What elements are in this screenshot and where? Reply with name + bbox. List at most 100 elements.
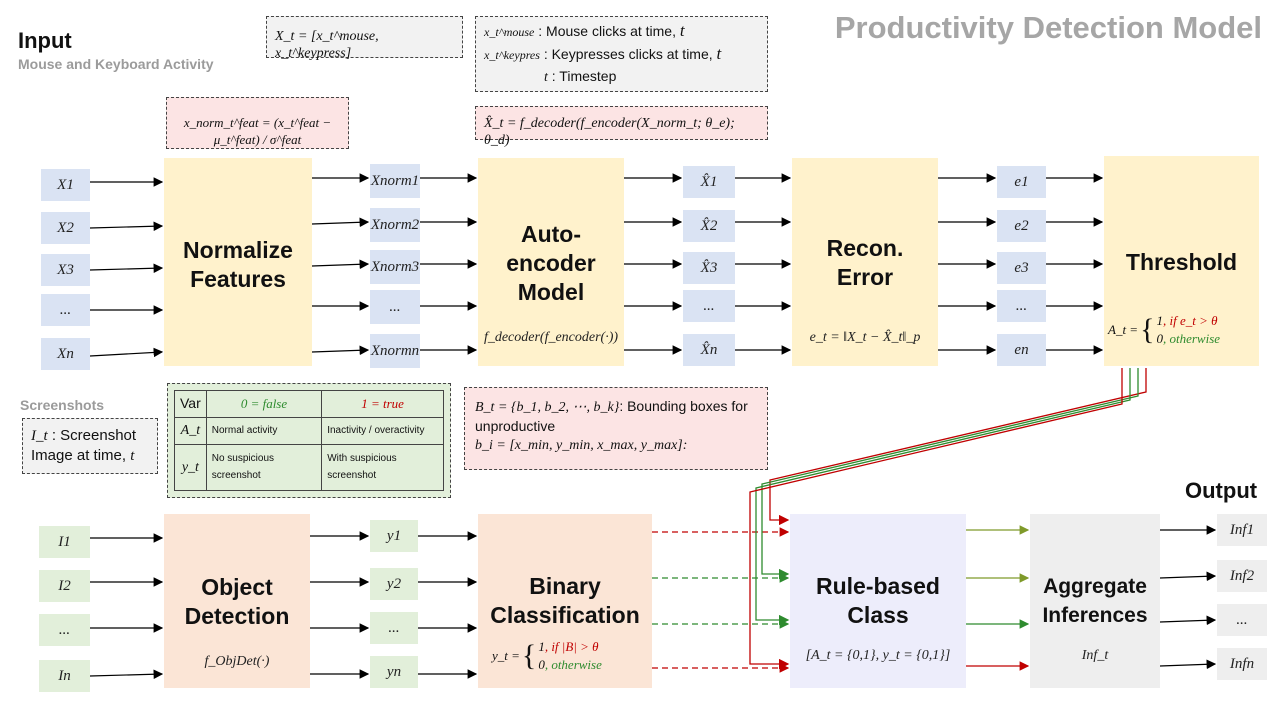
screenshot-input-2: I2 (39, 570, 90, 602)
y-output-1: y1 (370, 520, 418, 552)
screenshot-text-1: : Screenshot (51, 427, 137, 444)
autoencoder-label-1: Auto- (520, 221, 582, 247)
x-norm-1: Xnorm1 (370, 164, 420, 198)
threshold-case2-condition: , otherwise (1162, 331, 1221, 346)
error-1: e1 (997, 166, 1046, 198)
legend-mouse-t: t (679, 21, 685, 40)
object-detection-block: Object Detection f_ObjDet(·) (164, 514, 310, 688)
x-input-1: X1 (41, 169, 90, 201)
error-ellipsis: ... (997, 290, 1046, 322)
legend-t-text: : Timestep (551, 68, 617, 84)
inference-n: Infn (1217, 648, 1267, 680)
decoder-formula-note: X̂_t = f_decoder(f_encoder(X_norm_t; θ_e… (475, 106, 768, 148)
variable-table-note: Var 0 = false 1 = true A_t Normal activi… (167, 383, 451, 498)
page-title: Productivity Detection Model (834, 10, 1262, 45)
inference-ellipsis: ... (1217, 604, 1267, 636)
legend-key-symbol: x_t^keypres (484, 48, 540, 62)
autoencoder-block: Auto- encoder Model f_decoder(f_encoder(… (478, 158, 624, 366)
x-input-2: X2 (41, 212, 90, 244)
recon-label-1: Recon. (826, 235, 904, 261)
binary-case2-condition: , otherwise (544, 657, 602, 672)
input-subheading: Mouse and Keyboard Activity (18, 56, 214, 72)
y-output-n: yn (370, 656, 418, 688)
bbox-line-2: unproductive (475, 418, 556, 434)
x-norm-2: Xnorm2 (370, 208, 420, 242)
binary-case1-condition: , if |B| > θ (544, 639, 599, 654)
normalization-formula: x_norm_t^feat = (x_t^feat − μ_t^feat) / … (183, 115, 332, 147)
object-detection-formula: f_ObjDet(·) (204, 654, 270, 669)
legend-note: x_t^mouse : Mouse clicks at time, t x_t^… (475, 16, 768, 92)
bounding-box-note: B_t = {b_1, b_2, ⋯, b_k}: Bounding boxes… (464, 387, 768, 470)
error-2: e2 (997, 210, 1046, 242)
bbox-line-1: : Bounding boxes for (619, 398, 748, 414)
inference-1: Inf1 (1217, 514, 1267, 546)
error-3: e3 (997, 252, 1046, 284)
aggregate-formula: Inf_t (1081, 648, 1109, 663)
table-var-at: A_t (174, 416, 207, 445)
legend-key-t: t (716, 44, 722, 63)
screenshot-input-n: In (39, 660, 90, 692)
binary-label-1: Binary (529, 573, 601, 599)
autoencoder-label-2: encoder (506, 250, 596, 276)
y-output-2: y2 (370, 568, 418, 600)
x-hat-ellipsis: ... (683, 290, 735, 322)
binary-formula-lhs: y_t = (492, 648, 520, 663)
table-var-yt: y_t (174, 443, 207, 492)
table-header-var: Var (174, 390, 207, 418)
recon-formula: e_t = ‖X_t − X̂_t‖_p (809, 330, 921, 345)
x-hat-3: X̂3 (683, 252, 735, 284)
table-header-true: 1 = true (321, 390, 444, 418)
legend-key-text: : Keypresses clicks at time, (543, 46, 713, 62)
object-detection-label-2: Detection (184, 603, 290, 629)
output-heading: Output (1185, 478, 1258, 503)
bbox-line-3: b_i = [x_min, y_min, x_max, y_max]: (475, 438, 688, 453)
normalization-formula-note: x_norm_t^feat = (x_t^feat − μ_t^feat) / … (166, 97, 349, 149)
x-hat-1: X̂1 (683, 166, 735, 198)
error-n: en (997, 334, 1046, 366)
table-cell: Normal activity (205, 416, 323, 445)
reconstruction-error-block: Recon. Error e_t = ‖X_t − X̂_t‖_p (792, 158, 938, 366)
table-cell: With suspicious screenshot (321, 443, 444, 492)
x-norm-3: Xnorm3 (370, 250, 420, 284)
threshold-case2-value: 0 (1156, 331, 1163, 346)
xt-definition-note: X_t = [x_t^mouse, x_t^keypress] (266, 16, 463, 61)
binary-classification-block: Binary Classification y_t = { 1, if |B| … (478, 514, 652, 688)
aggregate-label-2: Inferences (1042, 604, 1148, 627)
rule-label-1: Rule-based (816, 573, 940, 599)
rule-formula: [A_t = {0,1}, y_t = {0,1}] (805, 648, 951, 663)
binary-case2-value: 0 (538, 657, 545, 672)
recon-label-2: Error (836, 264, 894, 290)
bbox-set-symbol: B_t = {b_1, b_2, ⋯, b_k} (475, 400, 620, 415)
x-norm-n: Xnormn (370, 334, 420, 368)
screenshot-input-1: I1 (39, 526, 90, 558)
input-heading: Input (18, 28, 72, 53)
y-output-ellipsis: ... (370, 612, 418, 644)
screenshot-note: I_t : Screenshot Image at time, t (22, 418, 158, 474)
x-hat-2: X̂2 (683, 210, 735, 242)
legend-mouse-text: : Mouse clicks at time, (538, 23, 676, 39)
normalize-label-1: Normalize (183, 237, 293, 263)
threshold-block: Threshold A_t = { 1, if e_t > θ 0, other… (1104, 156, 1259, 366)
table-cell: No suspicious screenshot (205, 443, 323, 492)
x-input-ellipsis: ... (41, 294, 90, 326)
screenshot-input-ellipsis: ... (39, 614, 90, 646)
screenshot-symbol: I_t (31, 428, 48, 444)
legend-mouse-symbol: x_t^mouse (484, 25, 535, 39)
legend-t-symbol: t (544, 70, 548, 85)
inference-2: Inf2 (1217, 560, 1267, 592)
decoder-formula: X̂_t = f_decoder(f_encoder(X_norm_t; θ_e… (484, 116, 735, 148)
threshold-case1-value: 1 (1156, 313, 1163, 328)
screenshot-t: t (130, 448, 135, 464)
xt-definition: X_t = [x_t^mouse, x_t^keypress] (275, 29, 379, 61)
x-input-n: Xn (41, 338, 90, 370)
table-cell: Inactivity / overactivity (321, 416, 444, 445)
binary-case1-value: 1 (538, 639, 545, 654)
autoencoder-formula: f_decoder(f_encoder(·)) (483, 330, 619, 345)
autoencoder-label-3: Model (517, 279, 585, 305)
threshold-formula-lhs: A_t = (1108, 322, 1139, 337)
normalize-label-2: Features (190, 266, 286, 292)
threshold-label: Threshold (1125, 249, 1238, 275)
threshold-case1-condition: , if e_t > θ (1162, 313, 1218, 328)
normalize-features-block: Normalize Features (164, 158, 312, 366)
